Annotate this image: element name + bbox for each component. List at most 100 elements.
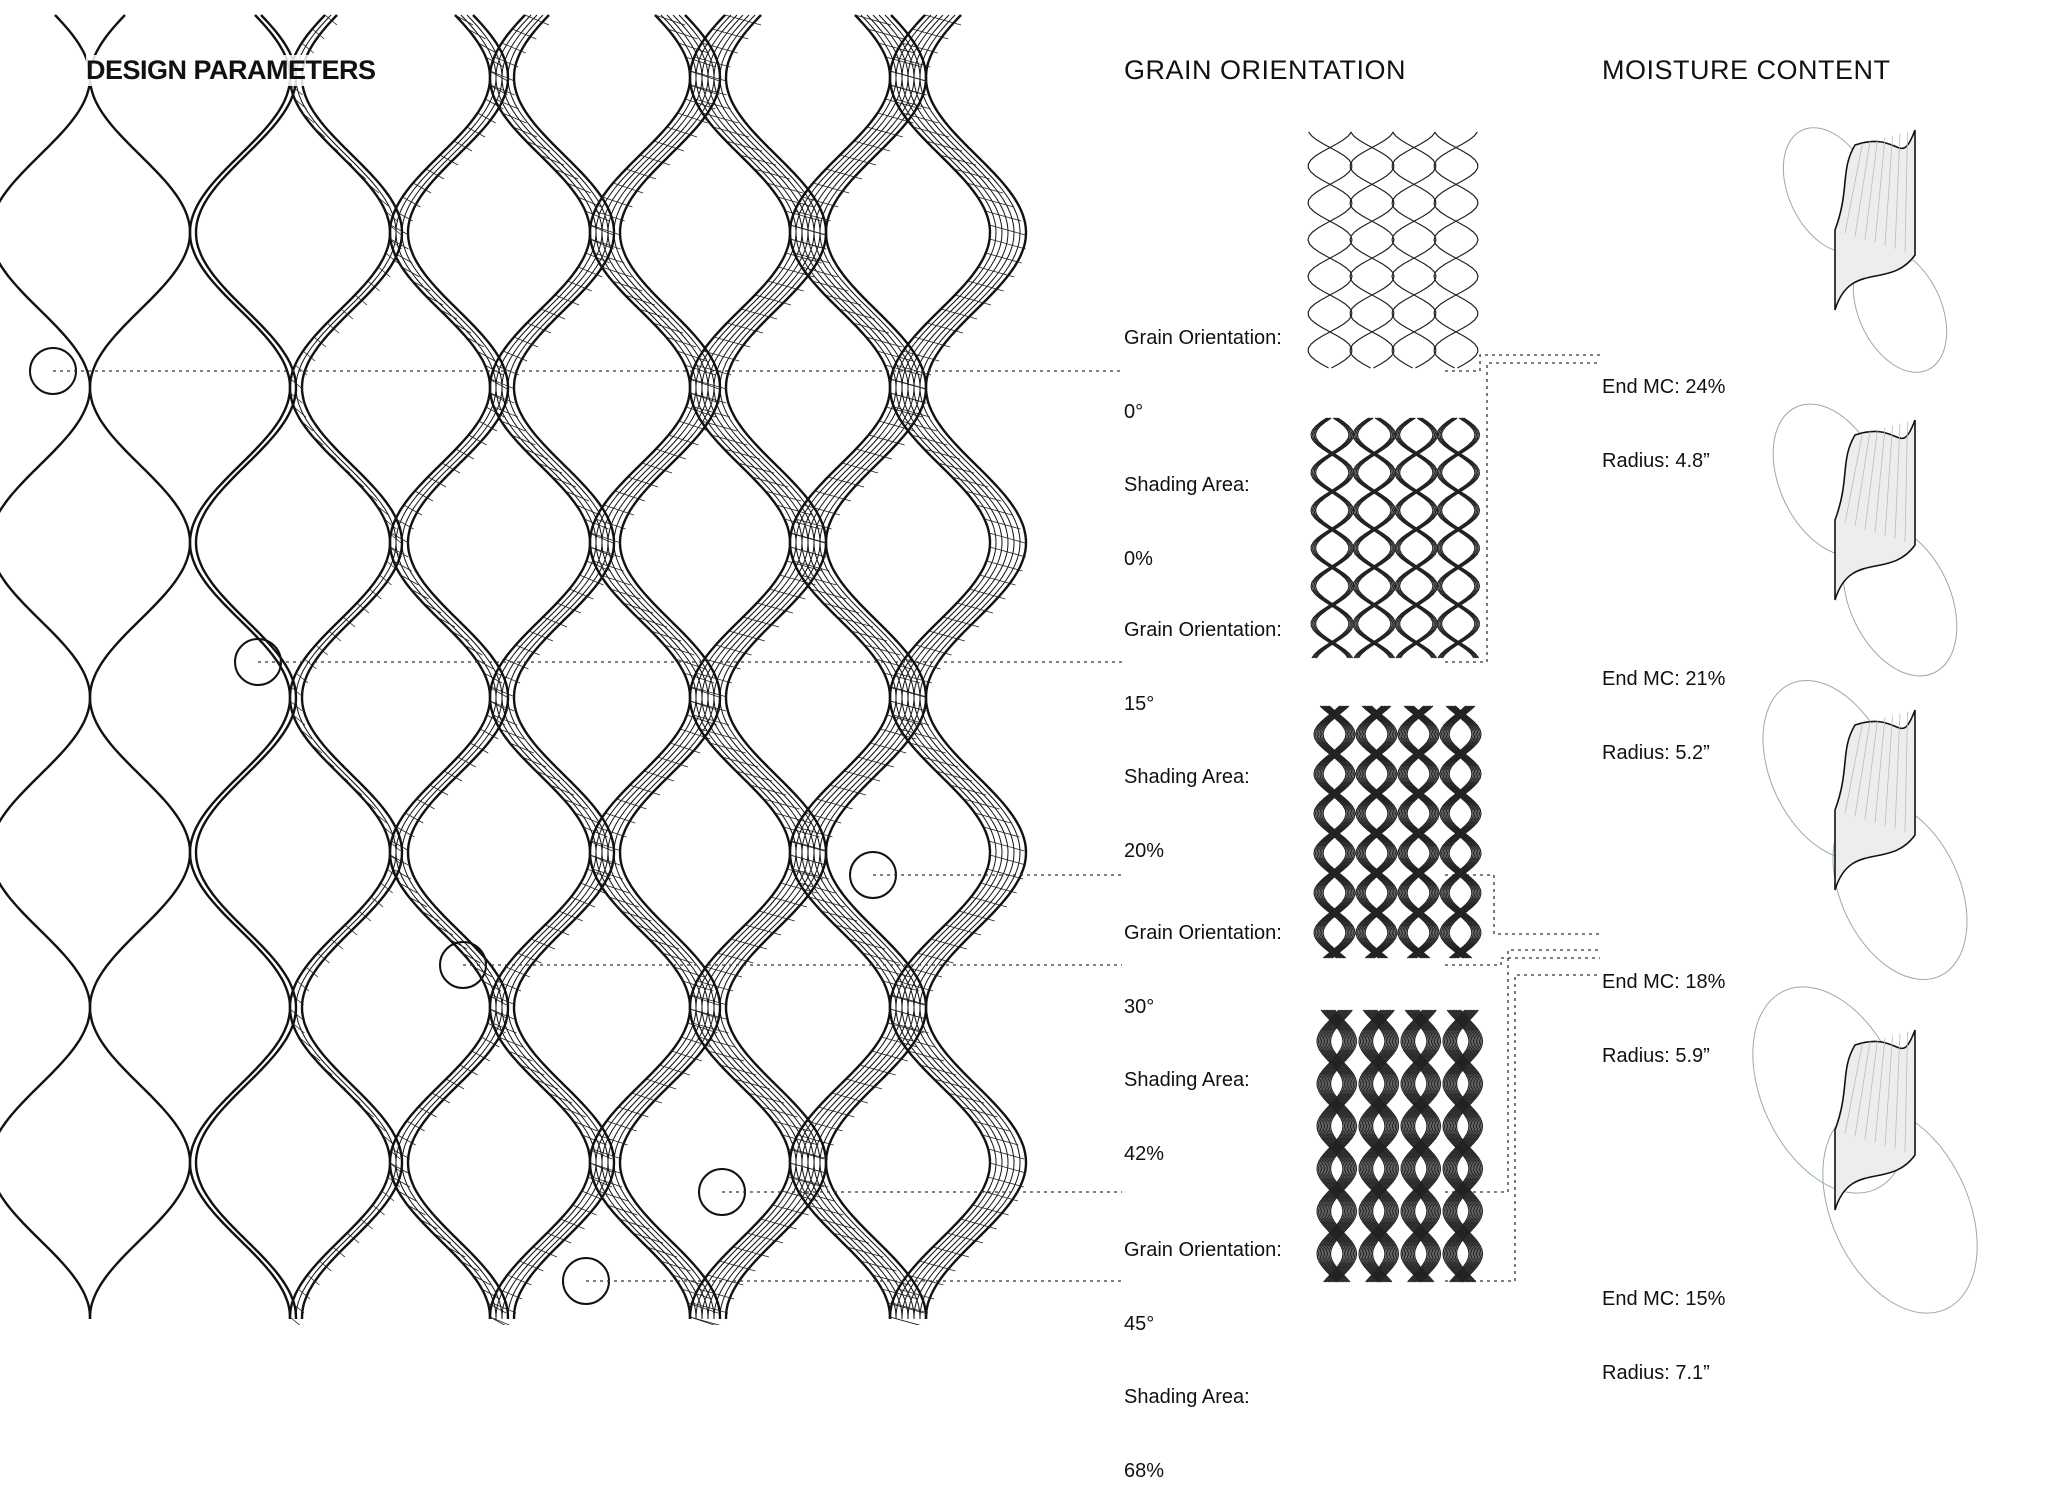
grain-hatch <box>980 882 1017 894</box>
grain-hatch <box>854 14 892 26</box>
grain-hatch <box>732 1246 770 1258</box>
grain-hatch <box>490 378 515 390</box>
grain-hatch <box>891 1302 929 1314</box>
grain-hatch <box>402 196 421 208</box>
grain-hatch <box>766 182 804 194</box>
grain-hatch <box>891 994 928 1006</box>
grain-hatch <box>873 966 911 978</box>
grain-hatch <box>305 966 319 978</box>
grain-hatch <box>478 420 498 432</box>
grain-hatch <box>987 868 1024 880</box>
wave-strand <box>788 14 892 1320</box>
grain-hatch <box>894 56 931 68</box>
grain-hatch <box>699 728 736 740</box>
wave-strand <box>801 14 903 1320</box>
grain-hatch <box>862 952 899 964</box>
grain-hatch <box>596 826 627 838</box>
grain-hatch <box>989 238 1026 250</box>
panel-grain-line <box>1844 433 1863 524</box>
grain-hatch <box>574 812 599 824</box>
grain-hatch <box>366 182 380 194</box>
diagram-artwork <box>0 14 1978 1325</box>
grain-hatch <box>789 1162 827 1174</box>
grain-hatch <box>761 1106 798 1118</box>
grain-hatch <box>657 756 688 768</box>
grain-hatch <box>954 294 992 306</box>
grain-hatch <box>400 574 419 586</box>
grain-hatch <box>814 490 852 502</box>
thumbnail-strand <box>1404 705 1439 959</box>
grain-hatch <box>599 882 630 894</box>
grain-hatch <box>895 672 933 684</box>
moisture-label-4: End MC: 15% Radius: 7.1” <box>1602 1238 1725 1410</box>
grain-hatch <box>358 910 372 922</box>
grain-hatch <box>492 714 518 726</box>
wave-strand <box>895 14 997 1320</box>
grain-hatch <box>889 1008 927 1020</box>
grain-hatch <box>412 280 431 292</box>
grain-hatch <box>432 1232 452 1244</box>
grain-hatch <box>758 910 795 922</box>
grain-hatch <box>622 602 654 614</box>
grain-hatch <box>689 84 720 96</box>
grain-hatch <box>315 644 328 656</box>
grain-hatch <box>405 812 424 824</box>
grain-hatch <box>767 280 804 292</box>
grain-hatch <box>900 420 938 432</box>
grain-hatch <box>391 1148 411 1160</box>
grain-hatch <box>810 588 847 600</box>
grain-hatch <box>652 322 684 334</box>
shading-value: 68% <box>1124 1459 1165 1482</box>
grain-hatch <box>788 532 826 544</box>
panel-grain-line <box>1864 1039 1878 1140</box>
wave-strand <box>588 14 692 1320</box>
grain-hatch <box>515 644 540 656</box>
grain-hatch <box>618 1106 649 1118</box>
grain-hatch <box>290 686 304 698</box>
thumbnail-strand <box>1407 1009 1436 1283</box>
grain-hatch <box>412 182 432 194</box>
thumbnail-strand <box>1400 705 1434 959</box>
shading-value: 0% <box>1124 547 1153 570</box>
grain-hatch <box>733 1078 771 1090</box>
grain-hatch <box>354 294 368 306</box>
radius-value: Radius: 4.8” <box>1602 449 1710 472</box>
grain-hatch <box>722 756 759 768</box>
grain-hatch <box>889 1316 921 1325</box>
grain-hatch <box>489 1316 511 1325</box>
grain-hatch <box>753 168 791 180</box>
grain-hatch <box>946 1232 984 1244</box>
curved-panel <box>1834 129 1916 311</box>
grain-hatch <box>612 182 644 194</box>
grain-hatch <box>497 1288 523 1300</box>
thumbnail-strand <box>1326 1009 1355 1283</box>
grain-hatch <box>853 140 891 152</box>
grain-hatch <box>976 504 1013 516</box>
grain-hatch <box>436 616 456 628</box>
panel-grain-line <box>1844 723 1863 814</box>
grain-hatch <box>576 504 601 516</box>
grain-hatch <box>712 28 749 40</box>
grain-hatch <box>291 1302 305 1314</box>
wave-strand <box>194 14 298 1320</box>
grain-hatch <box>782 1134 819 1146</box>
wave-strand <box>824 14 928 1320</box>
grain-hatch <box>932 1246 970 1258</box>
thumbnail-strand <box>1322 705 1356 959</box>
grain-hatch <box>292 1022 305 1034</box>
grain-hatch <box>410 588 429 600</box>
grain-hatch <box>312 28 325 40</box>
grain-hatch <box>452 322 472 334</box>
moisture-label-2: End MC: 21% Radius: 5.2” <box>1602 618 1725 790</box>
grain-hatch <box>967 280 1004 292</box>
grain-hatch <box>511 434 536 446</box>
grain-hatch <box>624 294 656 306</box>
panel-grain-line <box>1864 429 1878 530</box>
grain-hatch <box>553 168 579 180</box>
grain-hatch <box>660 1260 691 1272</box>
grain-hatch <box>319 1260 332 1272</box>
grain-hatch <box>653 140 685 152</box>
grain-hatch <box>839 154 877 166</box>
grain-hatch <box>301 42 314 54</box>
grain-hatch <box>299 728 313 740</box>
